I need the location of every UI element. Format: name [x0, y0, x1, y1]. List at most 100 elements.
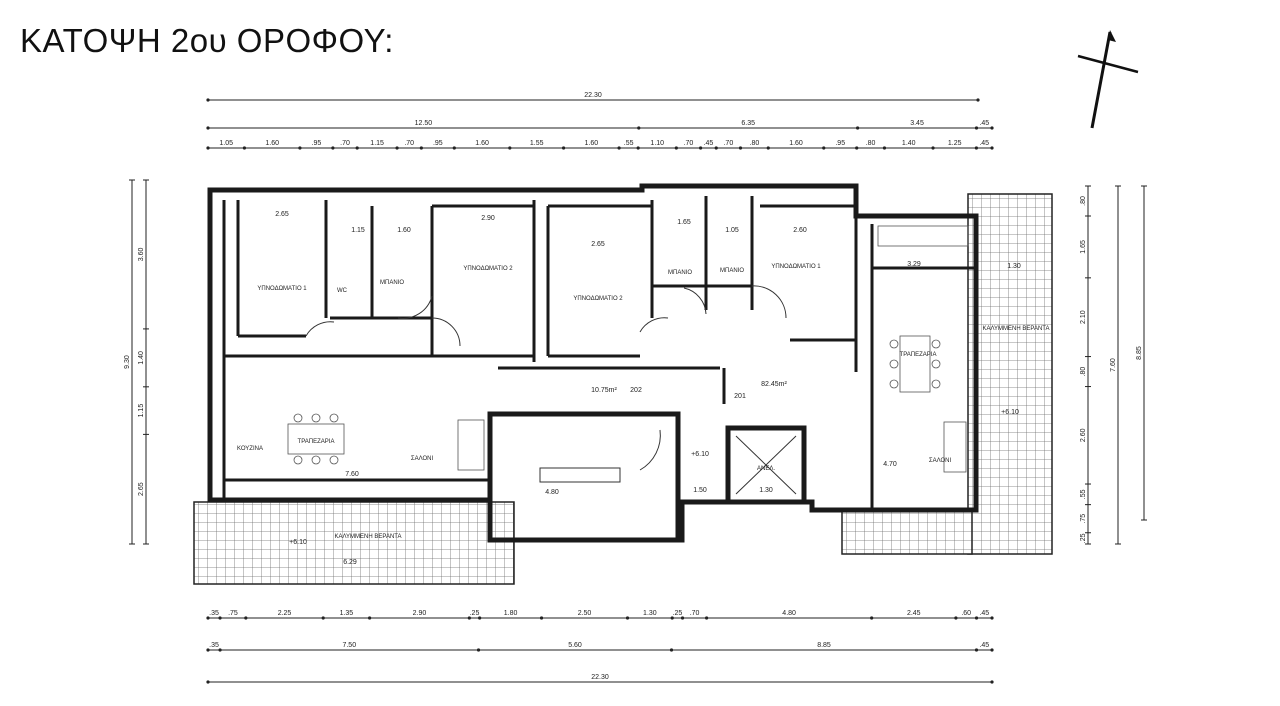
- stair-gap-dim: 1.50: [693, 487, 707, 494]
- top-row3-dim-tick: [990, 146, 994, 150]
- top-row3-dim-label: .95: [835, 140, 845, 147]
- bottom-row2-dim-label: .45: [979, 642, 989, 649]
- balcony-right: ΚΑΛΥΜΜΕΝΗ ΒΕΡΑΝΤΑ 1.30 +6.10: [841, 193, 1053, 555]
- bottom-row1-dim-tick: [974, 616, 979, 620]
- top-row3-dim-tick: [738, 146, 743, 150]
- bottom-row1-dim-tick: [244, 616, 248, 620]
- bottom-row1-dim-tick: [990, 616, 994, 620]
- top-row3-dim-tick: [636, 146, 640, 150]
- room-3-dim: 1.60: [397, 227, 411, 234]
- balcony-right-label: ΚΑΛΥΜΜΕΝΗ ΒΕΡΑΝΤΑ: [982, 326, 1049, 332]
- right-inner-dim-label: .80: [1080, 367, 1087, 377]
- north-arrow-icon: [1077, 30, 1139, 129]
- bottom-row2-dim-tick: [990, 648, 994, 652]
- left-inner-dim-label: 2.65: [138, 482, 145, 496]
- top-row3-dim-tick: [974, 146, 978, 150]
- top-row3-dim-label: .70: [684, 140, 694, 147]
- room-6-dim: 1.65: [677, 219, 691, 226]
- top-row3-dim-label: .55: [624, 140, 634, 147]
- balcony-left-label: ΚΑΛΥΜΜΕΝΗ ΒΕΡΑΝΤΑ: [334, 534, 401, 540]
- room-2-label: ΜΠΑΝΙΟ: [380, 280, 404, 286]
- top-row3-dim-label: 1.40: [902, 140, 916, 147]
- room-8-dim: 2.60: [793, 227, 807, 234]
- elevator-label: ΑΝΕΛ.: [757, 466, 775, 472]
- room-11-dim: 7.60: [345, 471, 359, 478]
- bottom-overall-dim-tick: [206, 680, 210, 684]
- right-inner-dim-label: .75: [1080, 514, 1087, 524]
- right-mid-dim-label: 7.60: [1110, 358, 1117, 372]
- bottom-row1-dim-tick: [321, 616, 325, 620]
- top-row3-dim-label: 1.25: [948, 140, 962, 147]
- top-overall-dim-label: 22.30: [584, 92, 602, 99]
- apartment-202-code: 202: [630, 387, 642, 394]
- furniture: [287, 225, 969, 473]
- top-row3-dim-label: .95: [433, 140, 443, 147]
- balcony-right-dim: 1.30: [1007, 263, 1021, 270]
- bottom-row2-dim-tick: [476, 648, 481, 652]
- top-row3-dim-label: 1.55: [530, 140, 544, 147]
- top-row3-dim-tick: [822, 146, 826, 150]
- room-13-label: ΚΟΥΖΙΝΑ: [237, 446, 263, 452]
- top-row3-dim-label: 1.05: [219, 140, 233, 147]
- top-row2-dim-tick: [206, 126, 210, 130]
- balcony-left-level: +6.10: [289, 539, 307, 546]
- bottom-row1-dim-label: .25: [470, 610, 480, 617]
- bottom-row1-dim-label: 4.80: [782, 610, 796, 617]
- bottom-overall-dim-label: 22.30: [591, 674, 609, 681]
- top-row3-dim-label: .80: [866, 140, 876, 147]
- room-2-dim: 1.15: [351, 227, 365, 234]
- bottom-row1-dim-label: .70: [690, 610, 700, 617]
- top-row3-dim-tick: [452, 146, 456, 150]
- bottom-row1-dim-label: .25: [673, 610, 683, 617]
- right-inner-dim-label: 1.65: [1080, 240, 1087, 254]
- room-7-dim: 1.05: [725, 227, 739, 234]
- room-9-label: ΤΡΑΠΕΖΑΡΙΑ: [900, 352, 937, 358]
- top-row3-dim-tick: [699, 146, 703, 150]
- apartment-201-code: 201: [734, 393, 746, 400]
- apartment-202-area: 10.75m²: [591, 387, 617, 394]
- balcony-left: ΚΑΛΥΜΜΕΝΗ ΒΕΡΑΝΤΑ 6.29 +6.10: [193, 501, 515, 585]
- right-outer-dim-label: 8.85: [1136, 346, 1143, 360]
- room-3-label: WC: [337, 288, 348, 294]
- room-1-dim: 2.65: [275, 211, 289, 218]
- top-row3-dim-tick: [508, 146, 512, 150]
- top-row3-dim-tick: [355, 146, 359, 150]
- top-row3-dim-tick: [561, 146, 566, 150]
- room-9-dim: 3.29: [907, 261, 921, 268]
- bottom-row1-dim-label: 2.25: [278, 610, 292, 617]
- bottom-row1-dim-tick: [467, 616, 471, 620]
- balcony-left-dim: 6.29: [343, 559, 357, 566]
- top-row3-dim-tick: [931, 146, 935, 150]
- bottom-row2-dim-tick: [974, 648, 979, 652]
- apartment-201-area: 82.45m²: [761, 381, 787, 388]
- bottom-row1-dim-tick: [625, 616, 630, 620]
- bottom-row2-dim-label: .35: [209, 642, 219, 649]
- bottom-row1-dim-tick: [954, 616, 958, 620]
- top-row3-dim-tick: [206, 146, 210, 150]
- top-row3-dim-label: .80: [750, 140, 760, 147]
- top-row3-dim-tick: [395, 146, 399, 150]
- left-outer-dim-label: 9.30: [124, 355, 131, 369]
- top-row3-dim-label: 1.10: [650, 140, 664, 147]
- core-level: +6.10: [691, 451, 709, 458]
- room-12-label: ΣΑΛΟΝΙ: [929, 458, 952, 464]
- bottom-row1-dim-label: 1.30: [643, 610, 657, 617]
- bottom-row1-dim-label: 1.35: [340, 610, 354, 617]
- bottom-row1-dim-label: 1.80: [504, 610, 518, 617]
- bottom-row1-dim-tick: [218, 616, 222, 620]
- top-row2-dim-tick: [990, 126, 994, 130]
- top-row2-dim-tick: [637, 126, 641, 130]
- bottom-row1-dim-tick: [539, 616, 544, 620]
- bottom-row2-dim-tick: [218, 648, 222, 652]
- top-row2-dim-label: 12.50: [415, 120, 433, 127]
- bottom-row1-dim-label: .35: [209, 610, 219, 617]
- bottom-row1-dim-tick: [368, 616, 372, 620]
- top-row3-dim-tick: [882, 146, 887, 150]
- top-row3-dim-tick: [331, 146, 335, 150]
- bottom-row2-dim-label: 5.60: [568, 642, 582, 649]
- room-7-label: ΜΠΑΝΙΟ: [720, 268, 744, 274]
- top-overall-dim-tick: [976, 98, 980, 102]
